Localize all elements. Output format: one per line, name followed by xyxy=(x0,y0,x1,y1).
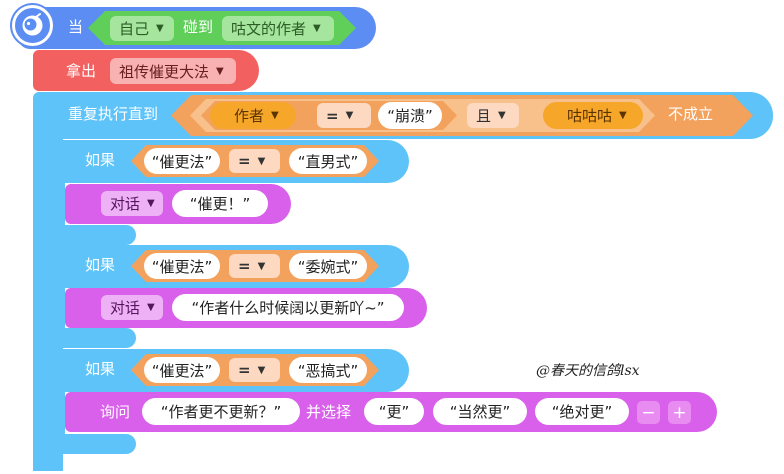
right-var-value: 咕咕咕 xyxy=(567,107,613,125)
chevron-down-icon: ▼ xyxy=(271,110,279,121)
plus-icon: + xyxy=(672,402,687,423)
if-3-foot xyxy=(49,434,136,454)
op-value: = xyxy=(326,106,339,125)
chevron-down-icon: ▼ xyxy=(216,65,224,77)
left-var-reporter[interactable]: 作者 ▼ xyxy=(210,102,296,129)
target-dropdown[interactable]: 咕文的作者 ▼ xyxy=(222,16,334,41)
chevron-down-icon: ▼ xyxy=(147,302,155,313)
touch-label: 碰到 xyxy=(183,18,214,36)
left-value-input[interactable]: “崩溃” xyxy=(378,102,442,129)
say-1-dropdown[interactable]: 对话 ▼ xyxy=(101,191,163,216)
chevron-down-icon: ▼ xyxy=(257,155,266,167)
chevron-down-icon: ▼ xyxy=(147,198,155,209)
chevron-down-icon: ▼ xyxy=(257,364,266,376)
when-label: 当 xyxy=(68,18,84,36)
if-3-op[interactable]: = ▼ xyxy=(229,358,280,382)
ask-label: 询问 xyxy=(100,403,131,421)
say-1-text[interactable]: “催更！” xyxy=(172,190,268,217)
if-label: 如果 xyxy=(85,151,116,169)
sprite-dropdown[interactable]: 自己 ▼ xyxy=(110,16,174,41)
if-2-var[interactable]: “催更法” xyxy=(144,253,220,279)
and-value: 且 xyxy=(476,107,492,125)
signature: @春天的信鸽lsx xyxy=(536,363,640,379)
say-label: 对话 xyxy=(110,195,141,213)
ask-question[interactable]: “作者更不更新？” xyxy=(142,398,300,425)
ask-option-1[interactable]: “更” xyxy=(364,398,424,425)
chevron-down-icon: ▼ xyxy=(345,110,354,121)
op-dropdown[interactable]: = ▼ xyxy=(317,103,371,128)
chevron-down-icon: ▼ xyxy=(313,23,321,34)
left-var-value: 作者 xyxy=(234,107,265,125)
event-icon-circle xyxy=(12,5,53,46)
if-1-op[interactable]: = ▼ xyxy=(229,149,280,173)
if-3-value[interactable]: “恶搞式” xyxy=(289,357,367,383)
if-label: 如果 xyxy=(85,256,116,274)
op-value: = xyxy=(238,152,251,170)
not-label: 不成立 xyxy=(668,105,714,123)
if-2-foot xyxy=(49,328,136,348)
choose-label: 并选择 xyxy=(306,403,352,421)
chevron-down-icon: ▼ xyxy=(156,23,164,34)
minus-icon: − xyxy=(641,402,656,423)
remove-option-button[interactable]: − xyxy=(637,401,660,424)
add-option-button[interactable]: + xyxy=(668,401,691,424)
if-1-foot xyxy=(49,225,136,245)
item-dropdown[interactable]: 祖传催更大法 ▼ xyxy=(110,58,236,84)
say-label: 对话 xyxy=(110,299,141,317)
ask-option-2[interactable]: “当然更” xyxy=(433,398,527,425)
sprite-head-icon xyxy=(22,13,43,36)
say-2-text[interactable]: “作者什么时候阔以更新吖~” xyxy=(172,294,404,321)
right-var-reporter[interactable]: 咕咕咕 ▼ xyxy=(543,102,643,129)
if-2-op[interactable]: = ▼ xyxy=(229,254,280,278)
if-1-value[interactable]: “直男式” xyxy=(289,148,367,174)
if-3-var[interactable]: “催更法” xyxy=(144,357,220,383)
say-2-dropdown[interactable]: 对话 ▼ xyxy=(101,295,163,320)
if-1-var[interactable]: “催更法” xyxy=(144,148,220,174)
item-value: 祖传催更大法 xyxy=(119,62,210,81)
chevron-down-icon: ▼ xyxy=(619,110,627,121)
target-value: 咕文的作者 xyxy=(231,20,307,38)
if-label: 如果 xyxy=(85,360,116,378)
and-dropdown[interactable]: 且 ▼ xyxy=(467,103,519,128)
take-out-label: 拿出 xyxy=(66,62,97,80)
sprite-value: 自己 xyxy=(119,20,150,38)
op-value: = xyxy=(238,257,251,275)
if-2-value[interactable]: “委婉式” xyxy=(289,253,367,279)
repeat-until-label: 重复执行直到 xyxy=(68,105,159,123)
chevron-down-icon: ▼ xyxy=(257,260,266,272)
chevron-down-icon: ▼ xyxy=(498,110,506,121)
ask-option-3[interactable]: “绝对更” xyxy=(535,398,629,425)
op-value: = xyxy=(238,361,251,379)
